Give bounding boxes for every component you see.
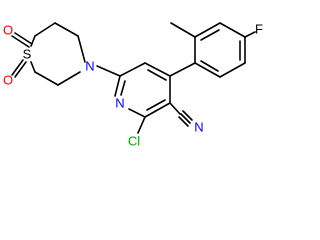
molecule-structure: S O O N N Cl N F	[3, 22, 263, 149]
bond	[54, 22, 79, 37]
bond	[14, 32, 33, 45]
bond	[146, 99, 166, 111]
sulfur-atom-label: S	[23, 47, 32, 62]
bond	[77, 35, 86, 63]
bond	[219, 62, 246, 78]
bond	[11, 59, 24, 76]
bond	[128, 108, 146, 118]
bond	[11, 35, 30, 48]
morpholine-nitrogen-label: N	[85, 59, 94, 74]
bond	[244, 31, 256, 38]
bond	[170, 22, 196, 38]
oxygen-atom-label: O	[3, 73, 13, 88]
pyridine-ring	[114, 62, 171, 118]
bond	[194, 62, 221, 78]
bond	[34, 22, 56, 37]
bond	[169, 62, 196, 77]
bond	[14, 61, 27, 78]
bond	[30, 61, 36, 73]
bond	[119, 62, 146, 77]
bond	[34, 71, 59, 86]
bond	[147, 69, 167, 81]
bond	[137, 116, 146, 134]
sulfonyl-bonds	[11, 32, 33, 78]
bond	[178, 116, 189, 127]
bond	[96, 65, 121, 77]
pyridine-nitrogen-label: N	[115, 96, 124, 111]
thiomorpholine-ring	[30, 22, 86, 86]
nitrile-bonds	[169, 102, 193, 127]
bond	[182, 110, 193, 121]
bond	[144, 102, 171, 118]
bond	[180, 113, 191, 124]
fluorine-atom-label: F	[255, 22, 263, 37]
bond	[114, 75, 121, 97]
oxygen-atom-label: O	[3, 23, 13, 38]
bond	[200, 60, 219, 72]
phenyl-ring	[194, 22, 246, 78]
bond	[144, 62, 171, 77]
chlorine-atom-label: Cl	[128, 134, 140, 149]
bond	[57, 71, 81, 86]
bond	[120, 80, 126, 96]
bond	[219, 22, 246, 38]
bond	[200, 29, 220, 41]
nitrile-nitrogen-label: N	[194, 120, 203, 135]
bond	[194, 22, 221, 38]
bond	[169, 102, 181, 115]
